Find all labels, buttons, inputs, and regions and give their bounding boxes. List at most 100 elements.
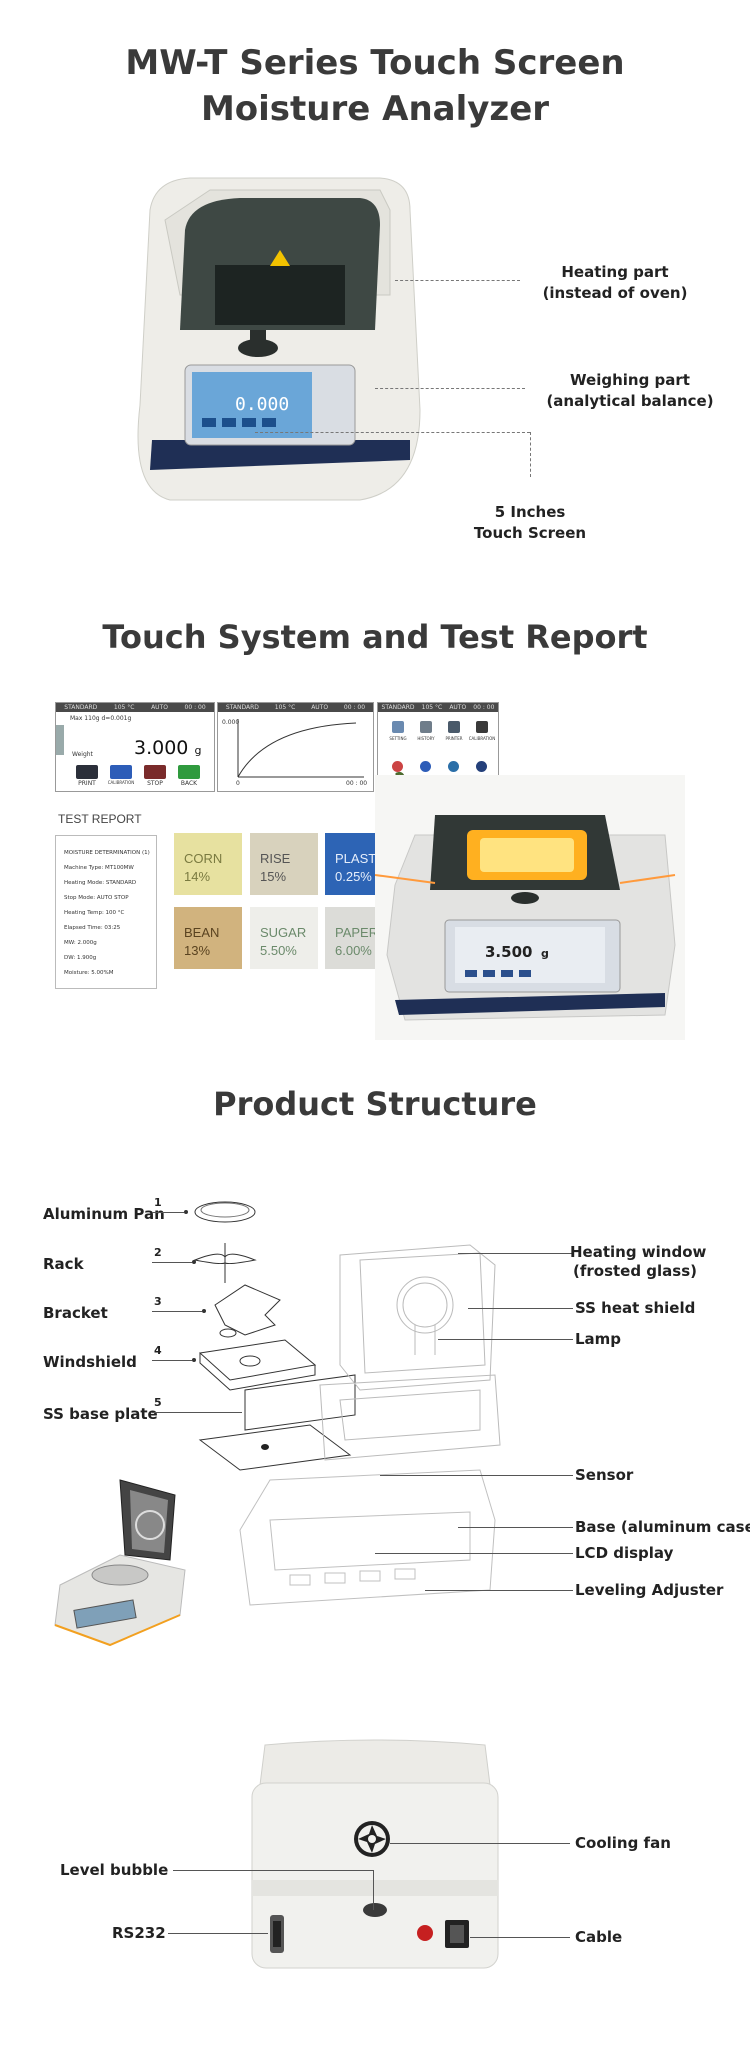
heater-display-value: 3.500 xyxy=(485,943,532,961)
ss-base-plate-number: 5 xyxy=(154,1396,162,1409)
aluminum-pan-label: Aluminum Pan xyxy=(43,1205,165,1223)
windshield-label: Windshield xyxy=(43,1353,137,1371)
curve-x-end: 00 : 00 xyxy=(346,780,368,787)
lamp-line xyxy=(438,1339,573,1340)
curve-y-label: 0.000 xyxy=(222,719,240,726)
cooling-fan-line xyxy=(390,1843,570,1844)
section2-title: Touch System and Test Report xyxy=(102,618,648,656)
aluminum-pan-number: 1 xyxy=(154,1196,162,1209)
screen1-header: STANDARD 105 °C AUTO 00 : 00 xyxy=(56,703,214,712)
ss-base-plate-label: SS base plate xyxy=(43,1405,158,1423)
cooling-fan-icon xyxy=(354,1821,390,1857)
rack-line xyxy=(152,1262,192,1263)
lcd-display-label: LCD display xyxy=(575,1544,674,1562)
system-icon[interactable] xyxy=(448,761,459,772)
sample-rise: RISE 15% xyxy=(250,833,318,895)
heater-display-unit: g xyxy=(541,947,549,960)
calibration-icon-label: CALIBRATION xyxy=(468,736,496,741)
device-display-text: 0.000 xyxy=(235,394,289,415)
lamp-label: Lamp xyxy=(575,1330,622,1348)
leveling-line xyxy=(425,1590,573,1591)
test-report-title: TEST REPORT xyxy=(58,812,142,826)
screen2-header: STANDARD 105 °C AUTO 00 : 00 xyxy=(218,703,373,712)
screen1-weight-label: Weight xyxy=(72,751,93,758)
rack-number: 2 xyxy=(154,1246,162,1259)
rs232-label: RS232 xyxy=(112,1924,166,1942)
cable-line xyxy=(470,1937,570,1938)
rs232-line xyxy=(168,1933,268,1934)
base-line xyxy=(458,1527,573,1528)
screen1-weight-value: 3.000 g xyxy=(134,737,202,759)
heating-part-label: Heating part (instead of oven) xyxy=(542,263,688,302)
touch-callout-line xyxy=(255,432,530,433)
windshield-line xyxy=(152,1360,192,1361)
heating-window-line xyxy=(458,1253,573,1254)
windshield-number: 4 xyxy=(154,1344,162,1357)
system-setting-icon[interactable] xyxy=(420,761,431,772)
sensor-label: Sensor xyxy=(575,1466,634,1484)
analyzer-rear-photo xyxy=(251,1739,499,1969)
history-label: HISTORY xyxy=(417,736,435,741)
open-analyzer-photo xyxy=(54,1479,186,1647)
heating-callout-line xyxy=(395,280,520,281)
section1-title: MW-T Series Touch Screen Moisture Analyz… xyxy=(125,43,625,129)
touch-callout-vline xyxy=(530,432,531,477)
aluminum-pan-line xyxy=(152,1212,184,1213)
leveling-adjuster-label: Leveling Adjuster xyxy=(575,1581,724,1599)
back-button[interactable] xyxy=(178,765,200,779)
level-bubble-line xyxy=(173,1870,373,1871)
test-report-sheet: MOISTURE DETERMINATION (1) Machine Type:… xyxy=(55,835,157,989)
rack-label: Rack xyxy=(43,1255,84,1273)
bracket-label: Bracket xyxy=(43,1304,108,1322)
weighing-callout-line xyxy=(375,388,525,389)
screen-weighing: STANDARD 105 °C AUTO 00 : 00 Max 110g d=… xyxy=(55,702,215,792)
stop-button[interactable] xyxy=(144,765,166,779)
screen1-info: Max 110g d=0.001g xyxy=(70,715,132,722)
analyzer-heating-illustration: 3.500 g xyxy=(375,775,685,1040)
heat-shield-label: SS heat shield xyxy=(575,1299,696,1317)
setting-label: SETTING xyxy=(389,736,407,741)
screen3-header: STANDARD 105 °C AUTO 00 : 00 xyxy=(378,703,498,712)
history-icon[interactable] xyxy=(420,721,432,733)
level-bubble-vline xyxy=(373,1870,374,1910)
calibration-icon[interactable] xyxy=(476,721,488,733)
language-icon[interactable] xyxy=(392,761,403,772)
power-switch-icon xyxy=(417,1925,433,1941)
base-label: Base (aluminum case) xyxy=(575,1518,750,1536)
device-base-outline xyxy=(239,1469,496,1606)
windshield-dot xyxy=(192,1358,196,1362)
printer-icon[interactable] xyxy=(448,721,460,733)
bracket-dot xyxy=(202,1309,206,1313)
print-label: PRINT xyxy=(78,780,96,787)
drying-curve xyxy=(237,719,364,778)
lcd-line xyxy=(375,1553,573,1554)
bracket-number: 3 xyxy=(154,1295,162,1308)
curve-x-start: 0 xyxy=(236,780,240,787)
moisture-analyzer-illustration: 0.000 xyxy=(137,177,421,501)
cable-label: Cable xyxy=(575,1928,623,1946)
sample-bean: BEAN 13% xyxy=(174,907,242,969)
rack-dot xyxy=(192,1260,196,1264)
level-bubble-label: Level bubble xyxy=(60,1861,169,1879)
sample-corn: CORN 14% xyxy=(174,833,242,895)
sensor-line xyxy=(380,1475,573,1476)
printer-label: PRINTER xyxy=(445,736,463,741)
touch-screen-label: 5 Inches Touch Screen xyxy=(473,503,587,542)
weighing-part-label: Weighing part (analytical balance) xyxy=(546,371,714,410)
heat-shield-line xyxy=(468,1308,573,1309)
level-bubble-icon xyxy=(363,1903,387,1917)
sample-sugar: SUGAR 5.50% xyxy=(250,907,318,969)
heating-window-label: Heating window (frosted glass) xyxy=(570,1243,707,1280)
screen-curve: STANDARD 105 °C AUTO 00 : 00 0.000 0 00 … xyxy=(217,702,374,792)
cooling-fan-label: Cooling fan xyxy=(575,1834,671,1852)
print-button[interactable] xyxy=(76,765,98,779)
exploded-parts-drawing xyxy=(193,1201,501,1471)
screen1-side-tab xyxy=(56,725,64,755)
calibration-label: CALIBRATION xyxy=(107,780,135,785)
bracket-line xyxy=(152,1311,202,1312)
aluminum-pan-dot xyxy=(184,1210,188,1214)
calibration-button[interactable] xyxy=(110,765,132,779)
setting-icon[interactable] xyxy=(392,721,404,733)
back-label: BACK xyxy=(180,780,198,787)
power-icon[interactable] xyxy=(476,761,487,772)
